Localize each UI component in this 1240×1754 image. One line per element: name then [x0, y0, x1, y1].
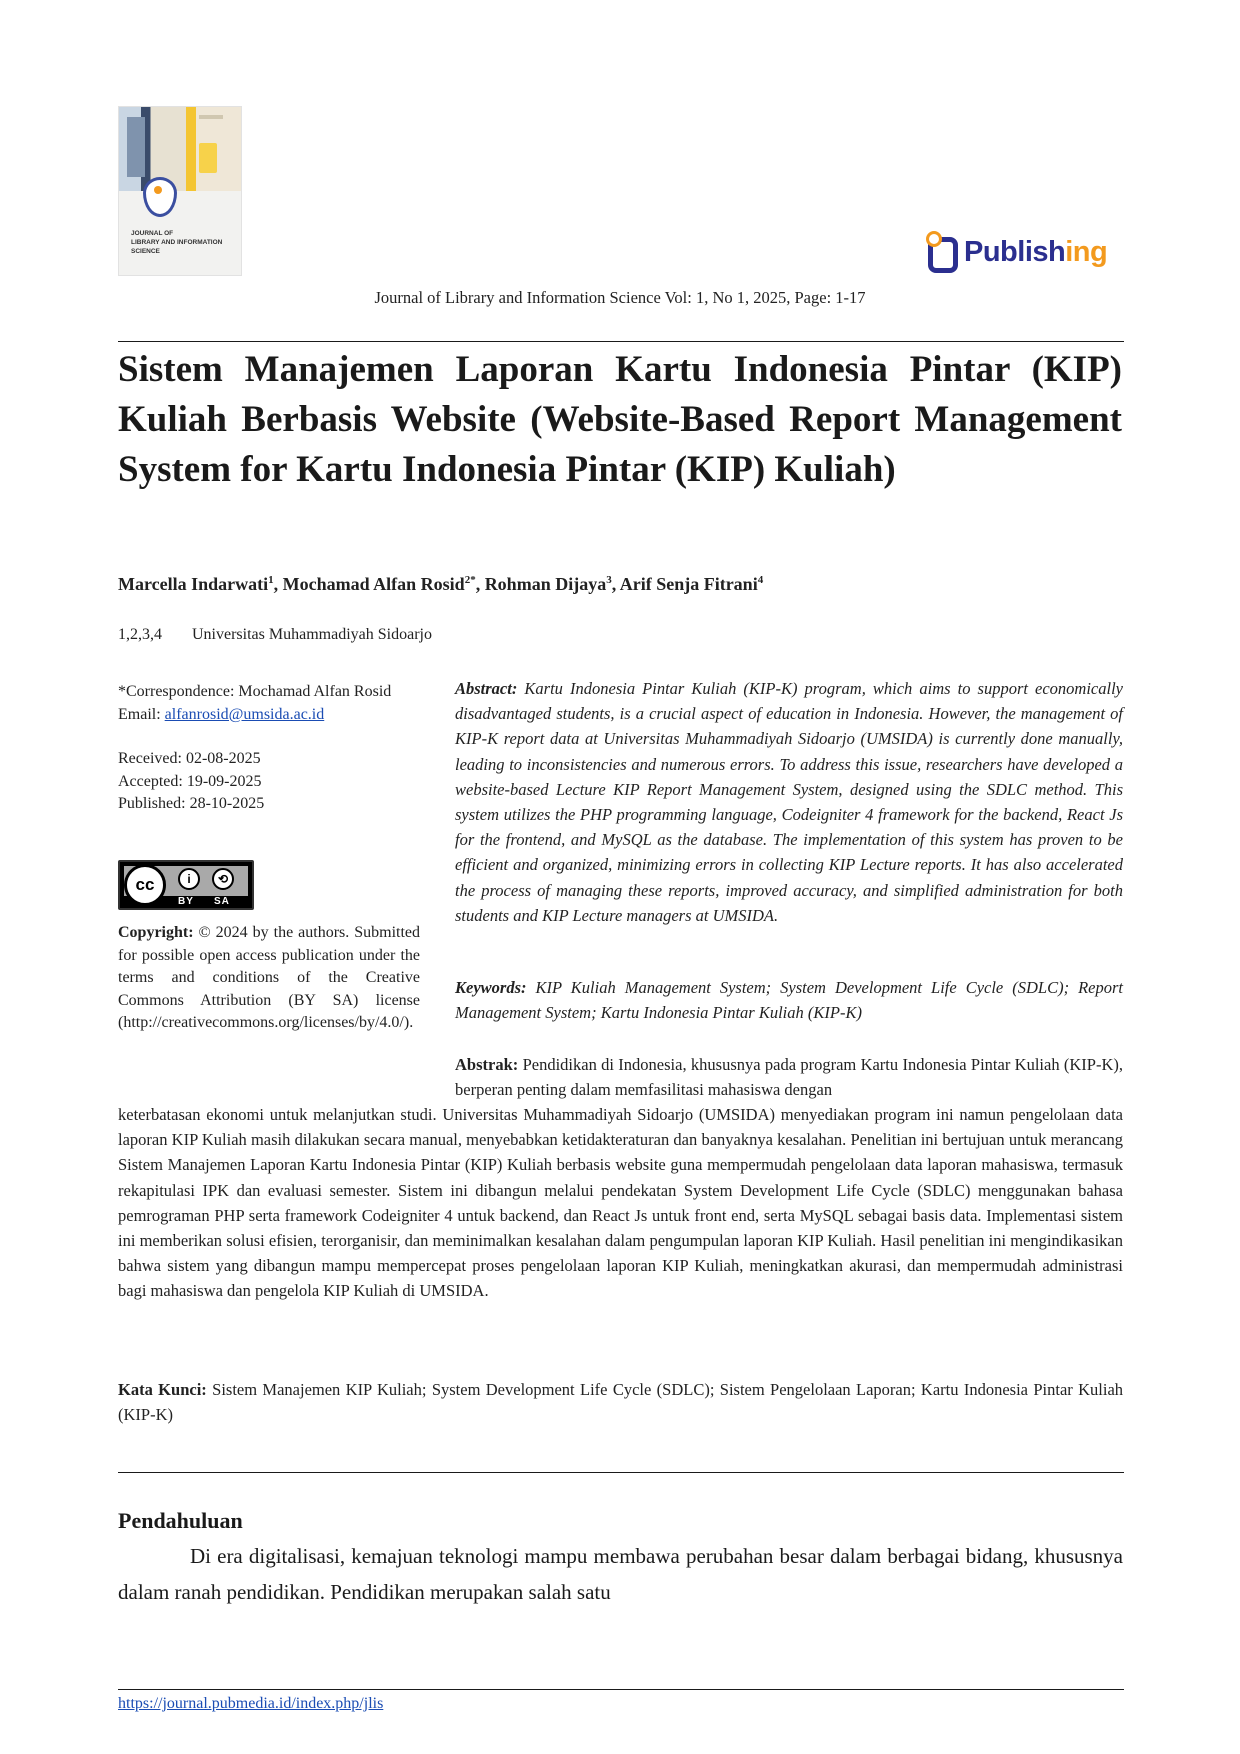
- keywords-indonesian: Kata Kunci: Sistem Manajemen KIP Kuliah;…: [118, 1380, 1124, 1425]
- keywords-english: Keywords: KIP Kuliah Management System; …: [455, 978, 1123, 1023]
- author-name: Marcella Indarwati: [118, 574, 269, 594]
- author-name: Rohman Dijaya: [484, 574, 607, 594]
- received-date: Received: 02-08-2025: [118, 750, 261, 767]
- section-heading: Pendahuluan: [118, 1508, 243, 1533]
- article-info-sidebar: *Correspondence: Mochamad Alfan Rosid Em…: [118, 681, 420, 816]
- journal-cover-image: JOURNAL OF LIBRARY AND INFORMATION SCIEN…: [118, 106, 242, 276]
- correspondence: *Correspondence: Mochamad Alfan Rosid: [118, 683, 392, 700]
- accepted-date: Accepted: 19-09-2025: [118, 772, 262, 790]
- copyright-notice: Copyright: © 2024 by the authors. Submit…: [118, 924, 421, 1031]
- journal-url-link[interactable]: https://journal.pubmedia.id/index.php/jl…: [118, 1695, 384, 1712]
- published-date: Published: 28-10-2025: [118, 795, 265, 812]
- paper-title: Sistem Manajemen Laporan Kartu Indonesia…: [118, 349, 1122, 490]
- by-person-icon: i: [178, 868, 200, 890]
- affiliation-name: Universitas Muhammadiyah Sidoarjo: [192, 626, 432, 643]
- sa-share-alike-icon: ⟲: [212, 868, 234, 890]
- cc-by-sa-license-badge[interactable]: cc i ⟲ BY SA: [118, 860, 254, 910]
- intro-paragraph: Di era digitalisasi, kemajuan teknologi …: [118, 1544, 1123, 1604]
- publisher-logo-icon: [924, 227, 964, 277]
- author-name: Arif Senja Fitrani: [619, 574, 758, 594]
- email-link[interactable]: alfanrosid@umsida.ac.id: [164, 705, 325, 723]
- cover-title: JOURNAL OF LIBRARY AND INFORMATION SCIEN…: [131, 230, 223, 255]
- footer-divider: [118, 1689, 1124, 1690]
- abstract-indonesian-body: keterbatasan ekonomi untuk melanjutkan s…: [118, 1105, 1123, 1301]
- author-name: Mochamad Alfan Rosid: [282, 574, 465, 594]
- cover-photo: [119, 107, 241, 191]
- cover-logo-icon: [143, 177, 177, 217]
- journal-citation-line: Journal of Library and Information Scien…: [374, 288, 866, 307]
- abstract-indonesian-head: Abstrak: Pendidikan di Indonesia, khusus…: [455, 1055, 1123, 1100]
- author-list: Marcella Indarwati1, Mochamad Alfan Rosi…: [118, 574, 764, 594]
- abstract-english: Abstract: Kartu Indonesia Pintar Kuliah …: [455, 679, 1123, 925]
- email-line: Email: alfanrosid@umsida.ac.id: [118, 705, 325, 723]
- affiliation: 1,2,3,4 Universitas Muhammadiyah Sidoarj…: [118, 626, 432, 643]
- header-divider: [118, 341, 1124, 342]
- cc-icon: cc: [124, 864, 166, 906]
- abstract-divider: [118, 1472, 1124, 1473]
